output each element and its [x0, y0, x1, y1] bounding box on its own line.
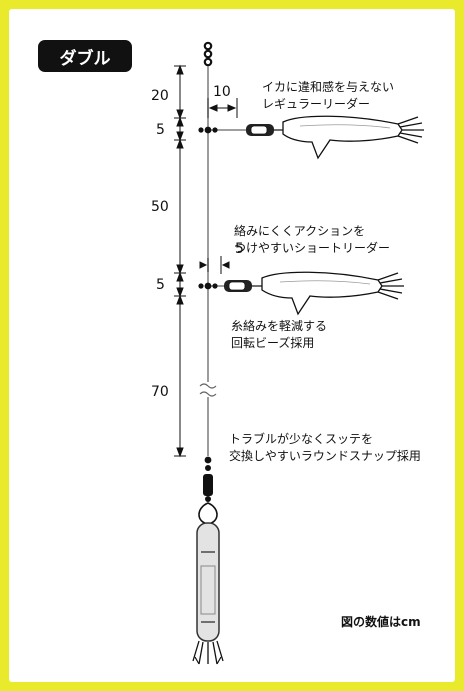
snap-note-line1: トラブルが少なくスッテを — [229, 432, 374, 446]
title-badge: ダブル — [38, 40, 132, 72]
sutte-lure — [192, 522, 224, 665]
dimension-lower-branch: 5 — [235, 241, 244, 257]
bead-note-line1: 糸絡みを軽減する — [231, 319, 328, 333]
lower-leader-note-line1: 絡みにくくアクションを — [234, 224, 366, 238]
dimension-upper-branch: 10 — [213, 84, 231, 100]
round-snap — [198, 456, 218, 525]
unit-note: 図の数値はcm — [341, 615, 421, 629]
lower-leader-note-line2: つけやすいショートリーダー — [234, 241, 391, 255]
upper-squid-jig — [246, 115, 424, 160]
bead-note-line2: 回転ビーズ採用 — [231, 336, 315, 350]
top-swivel — [203, 41, 213, 67]
upper-branch-dimension — [207, 98, 238, 118]
vertical-dimension — [174, 64, 186, 458]
dimension-bottom-gap: 70 — [151, 384, 169, 400]
dimension-top-gap: 20 — [151, 88, 169, 104]
lower-squid-jig — [224, 271, 404, 316]
upper-branch — [198, 126, 248, 134]
dimension-lower-drop: 5 — [156, 277, 165, 293]
line-break-mark — [199, 383, 217, 397]
upper-leader-note-line2: レギュラーリーダー — [262, 97, 371, 111]
lower-branch-dimension — [199, 256, 230, 274]
upper-leader-note-line1: イカに違和感を与えない — [262, 80, 395, 94]
dimension-middle-gap: 50 — [151, 199, 169, 215]
dimension-upper-drop: 5 — [156, 122, 165, 138]
snap-note-line2: 交換しやすいラウンドスナップ採用 — [229, 449, 421, 463]
lower-branch — [198, 282, 226, 290]
